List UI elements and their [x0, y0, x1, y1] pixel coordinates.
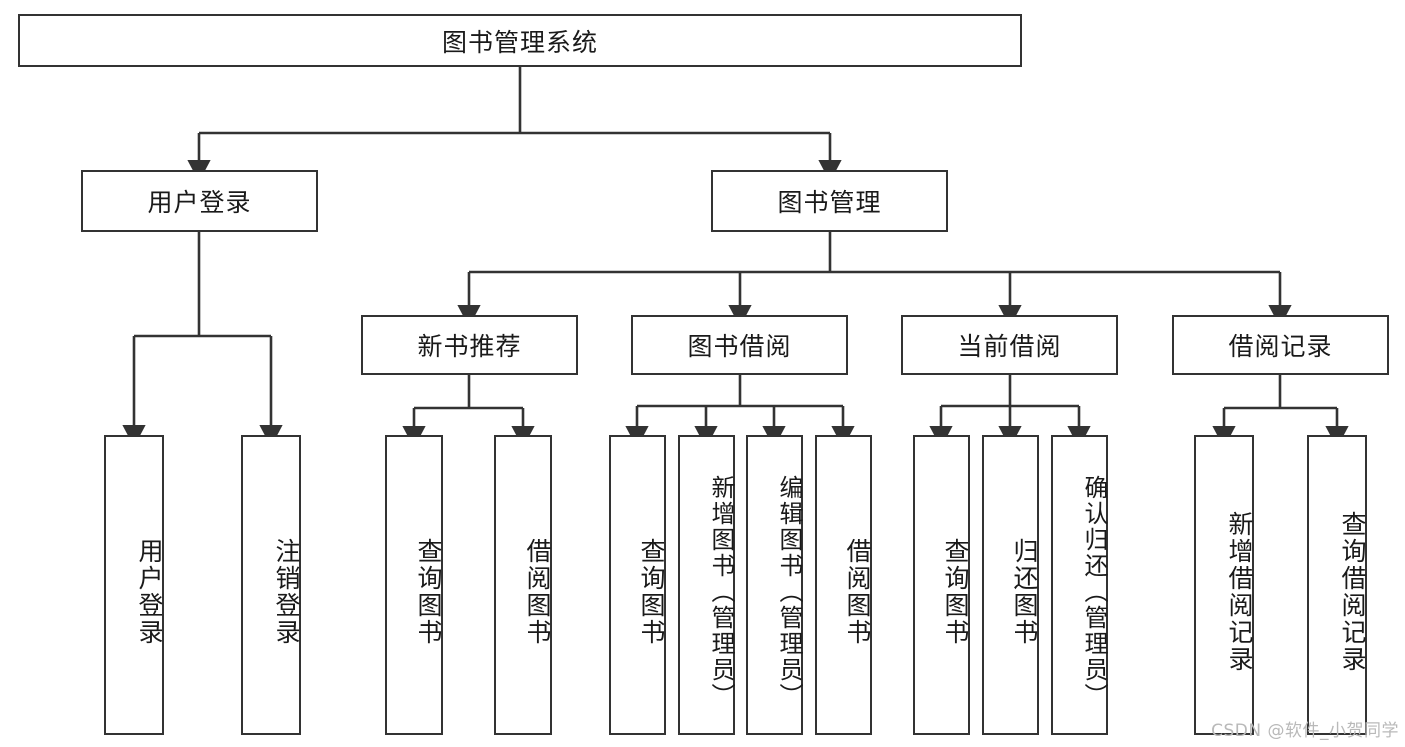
leaf-user-login-logout[interactable]: 注销登录 — [241, 435, 301, 735]
leaf-borrow-borrow-book[interactable]: 借阅图书 — [815, 435, 872, 735]
leaf-current-query-book[interactable]: 查询图书 — [913, 435, 970, 735]
node-current-borrow[interactable]: 当前借阅 — [901, 315, 1118, 375]
leaf-recommend-query-book[interactable]: 查询图书 — [385, 435, 443, 735]
leaf-record-query-record[interactable]: 查询借阅记录 — [1307, 435, 1367, 735]
node-new-book-recommend[interactable]: 新书推荐 — [361, 315, 578, 375]
leaf-user-login-login[interactable]: 用户登录 — [104, 435, 164, 735]
node-root-system[interactable]: 图书管理系统 — [18, 14, 1022, 67]
node-book-borrow[interactable]: 图书借阅 — [631, 315, 848, 375]
csdn-watermark: CSDN @软件_小贺同学 — [1211, 721, 1399, 741]
node-book-management[interactable]: 图书管理 — [711, 170, 948, 232]
leaf-current-return-book[interactable]: 归还图书 — [982, 435, 1039, 735]
leaf-current-confirm-return-admin[interactable]: 确认归还（管理员） — [1051, 435, 1108, 735]
leaf-borrow-query-book[interactable]: 查询图书 — [609, 435, 666, 735]
leaf-recommend-borrow-book[interactable]: 借阅图书 — [494, 435, 552, 735]
node-borrow-record[interactable]: 借阅记录 — [1172, 315, 1389, 375]
leaf-record-add-record[interactable]: 新增借阅记录 — [1194, 435, 1254, 735]
leaf-borrow-edit-book-admin[interactable]: 编辑图书（管理员） — [746, 435, 803, 735]
leaf-borrow-add-book-admin[interactable]: 新增图书（管理员） — [678, 435, 735, 735]
node-user-login[interactable]: 用户登录 — [81, 170, 318, 232]
